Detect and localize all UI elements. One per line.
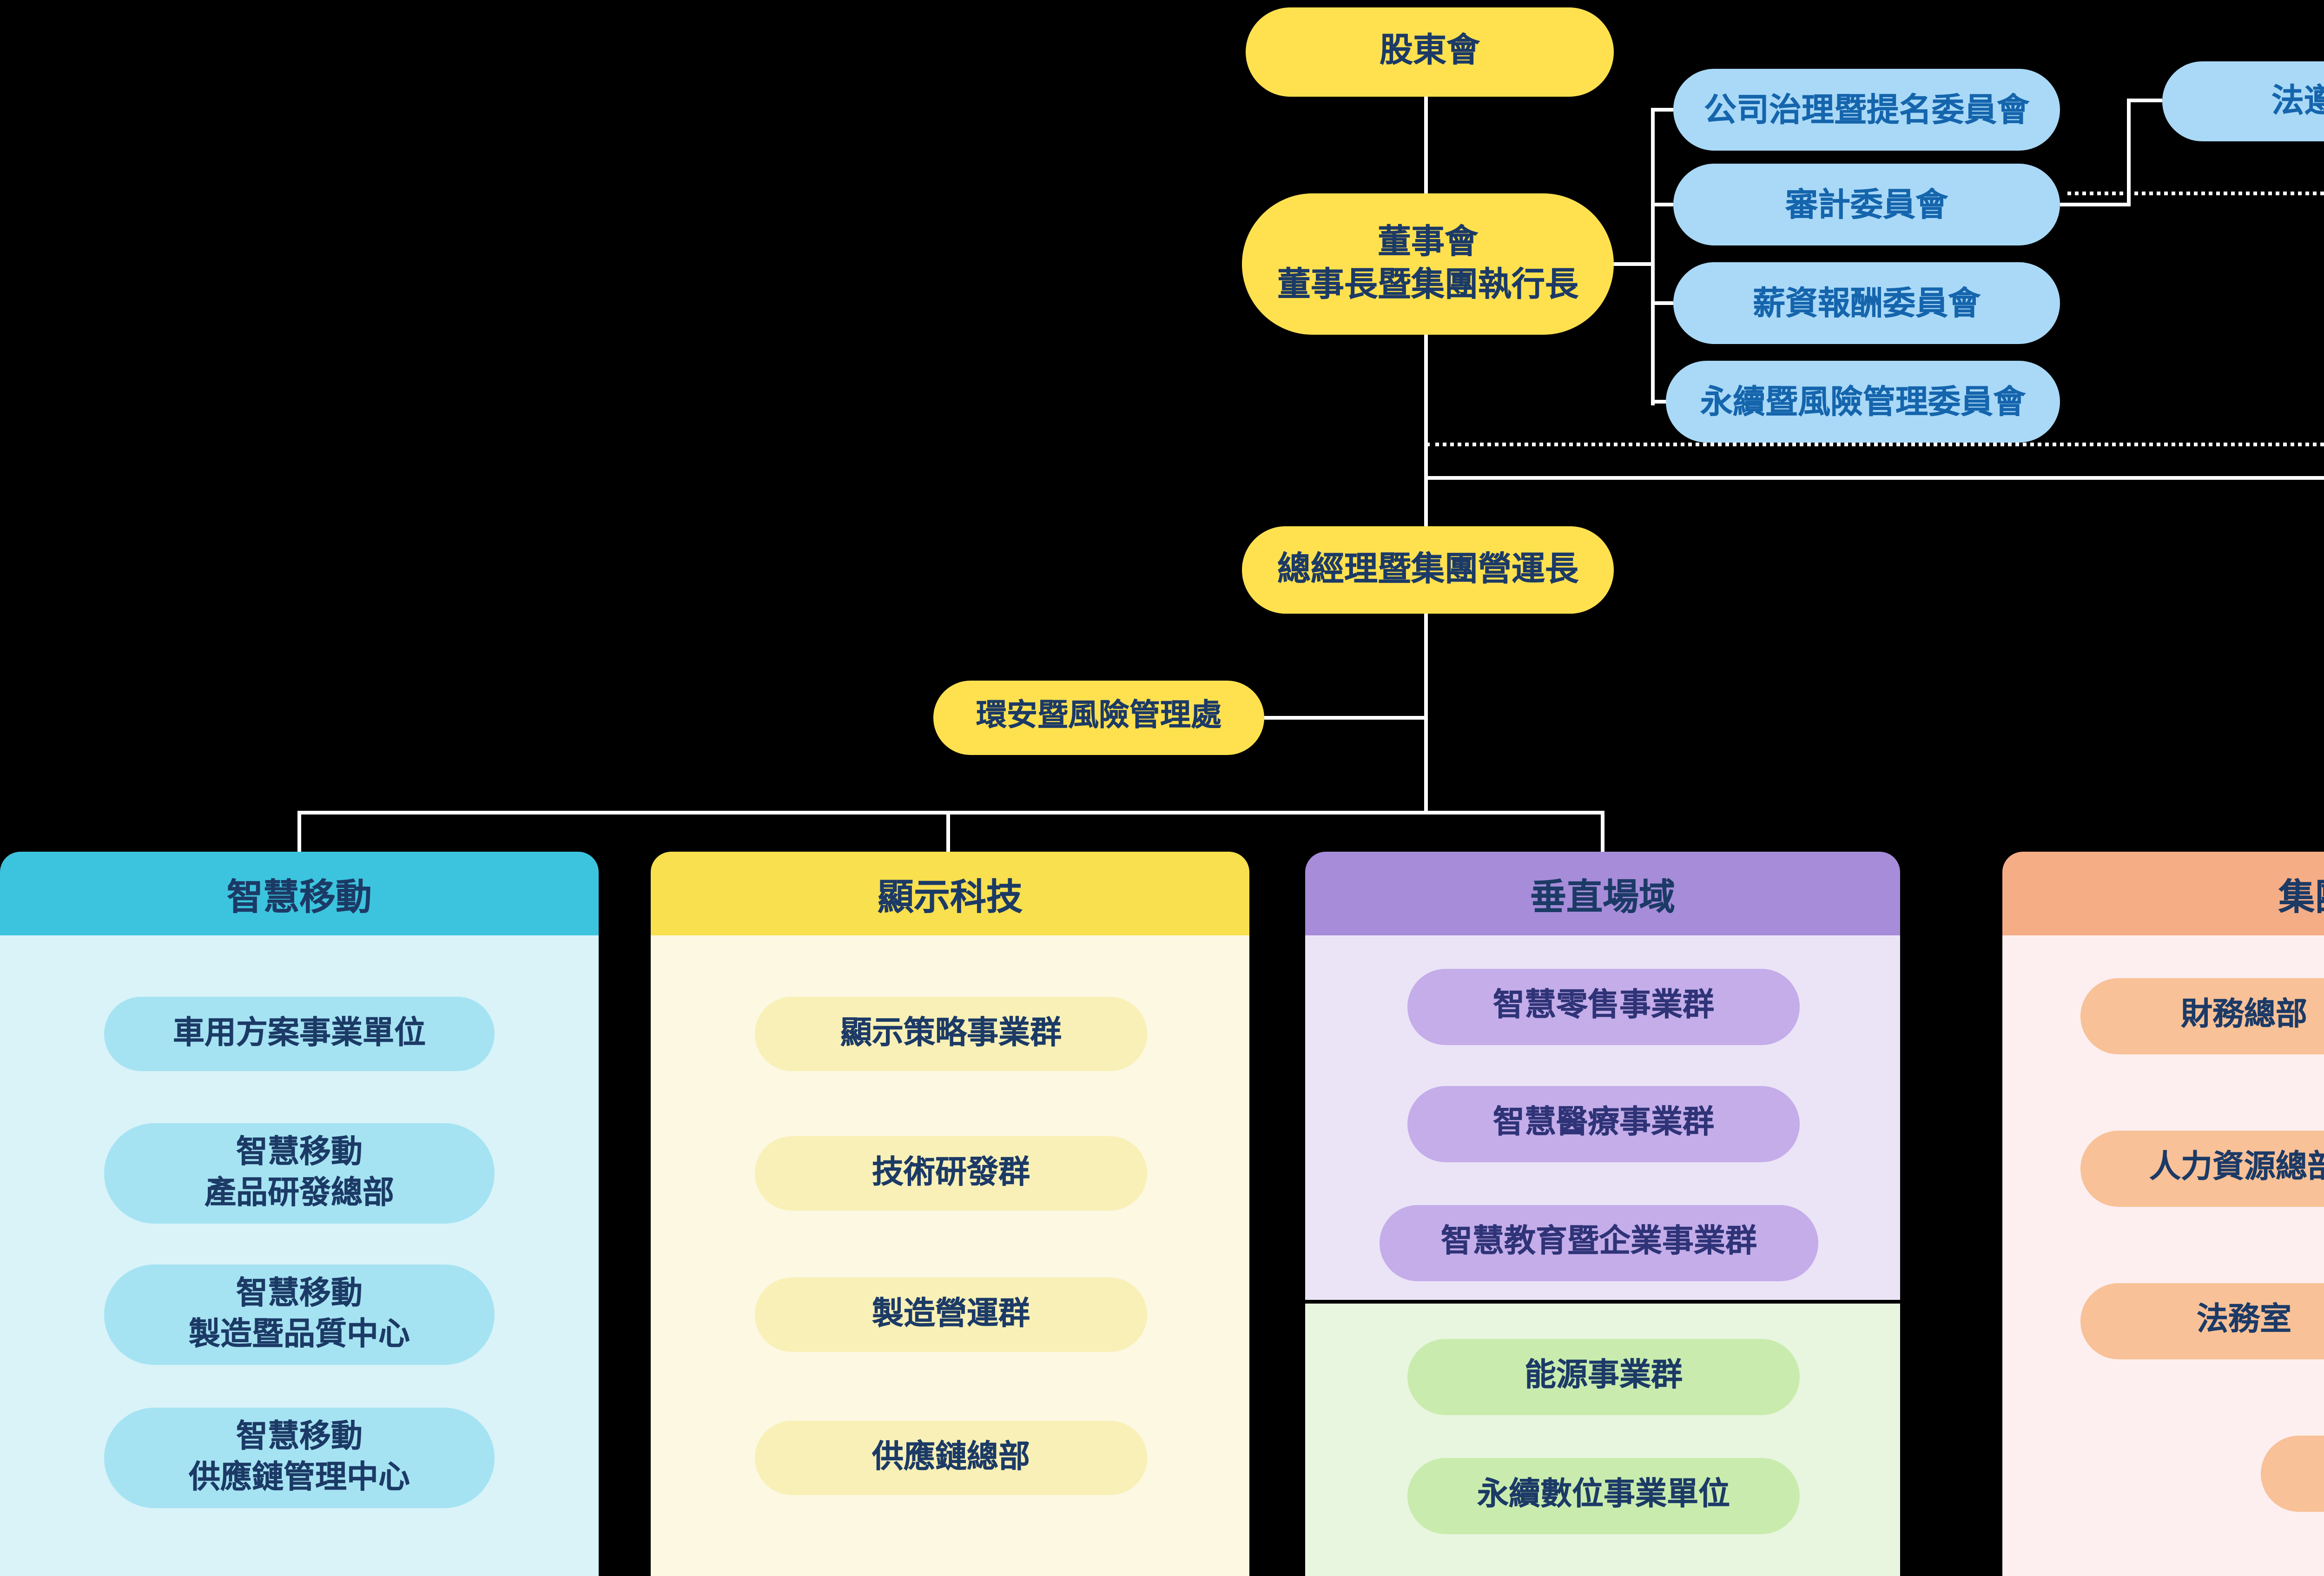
node-label: 董事長暨集團執行長 [1277, 266, 1578, 303]
dotted-connector-line [2067, 192, 2324, 195]
node-smart-education-enterprise-bg: 智慧教育暨企業事業群 [1380, 1205, 1818, 1281]
connector-line [297, 811, 1604, 814]
connector-line [1601, 811, 1604, 852]
node-label: 產品研發總部 [205, 1175, 394, 1211]
node-smart-mobility-product-rd-hq: 智慧移動 產品研發總部 [104, 1123, 495, 1224]
node-committee-audit: 審計委員會 [1673, 164, 2060, 245]
node-display-strategy-bg: 顯示策略事業群 [755, 997, 1147, 1071]
node-label: 車用方案事業單位 [173, 1015, 426, 1051]
connector-line [1424, 614, 1428, 814]
node-label: 審計委員會 [1785, 185, 1948, 223]
connector-line [1424, 97, 1428, 193]
node-label: 人力資源總部 [2149, 1150, 2324, 1185]
node-label: 智慧零售事業群 [1493, 988, 1714, 1024]
node-shareholders-meeting: 股東會 [1246, 7, 1614, 97]
connector-line [1424, 476, 2324, 480]
column-header-vertical-domains: 垂直場域 [1305, 852, 1900, 935]
node-committee-governance-nomination: 公司治理暨提名委員會 [1673, 69, 2060, 151]
node-label: 顯示策略事業群 [840, 1015, 1062, 1051]
node-label: 永續暨風險管理委員會 [1700, 382, 2026, 420]
node-label: 法遵總顧問 [2271, 82, 2324, 119]
node-label: 總經理暨集團營運長 [1277, 550, 1578, 588]
node-audit-management-office: 稽核管理處 [2261, 1436, 2324, 1512]
node-label: 董事會 [1378, 222, 1478, 260]
node-technology-rd-group: 技術研發群 [755, 1136, 1147, 1211]
connector-line [2127, 99, 2131, 206]
node-label: 供應鏈總部 [872, 1439, 1030, 1475]
node-board-of-directors: 董事會 董事長暨集團執行長 [1242, 193, 1614, 335]
connector-line [2127, 99, 2162, 102]
connector-line [2060, 203, 2131, 206]
connector-line [1651, 108, 1655, 405]
connector-line [1264, 716, 1424, 720]
node-sustainable-digital-bu: 永續數位事業單位 [1407, 1458, 1800, 1534]
node-label: 智慧教育暨企業事業群 [1441, 1224, 1757, 1260]
node-label: 薪資報酬委員會 [1753, 284, 1981, 321]
node-label: 供應鏈管理中心 [189, 1460, 410, 1495]
node-supply-chain-hq: 供應鏈總部 [755, 1421, 1147, 1495]
node-label: 永續數位事業單位 [1477, 1477, 1730, 1513]
node-smart-retail-bg: 智慧零售事業群 [1407, 969, 1800, 1045]
node-label: 製造營運群 [872, 1296, 1030, 1331]
connector-line [1655, 400, 1673, 404]
node-smart-mobility-supply-chain-center: 智慧移動 供應鏈管理中心 [104, 1408, 495, 1508]
node-finance-hq: 財務總部 [2080, 978, 2324, 1054]
column-title: 智慧移動 [226, 878, 372, 919]
node-label: 環安暨風險管理處 [976, 700, 1221, 734]
node-label: 智慧移動 [236, 1418, 363, 1454]
node-committee-sustainability-risk: 永續暨風險管理委員會 [1666, 361, 2060, 443]
column-header-group-support-units: 集團營運支援單位 [2002, 852, 2324, 935]
node-label: 法務室 [2197, 1302, 2291, 1338]
node-ehs-risk-management-office: 環安暨風險管理處 [933, 681, 1264, 755]
connector-line [1655, 301, 1673, 305]
node-smart-mobility-mfg-quality-center: 智慧移動 製造暨品質中心 [104, 1265, 495, 1365]
node-energy-bg: 能源事業群 [1407, 1339, 1800, 1415]
node-label: 財務總部 [2181, 997, 2307, 1033]
node-label: 智慧移動 [236, 1275, 363, 1311]
node-label: 智慧移動 [236, 1134, 363, 1170]
node-label: 公司治理暨提名委員會 [1704, 90, 2029, 128]
node-label: 股東會 [1380, 32, 1480, 70]
connector-line [1655, 203, 1673, 206]
node-chief-compliance-counsel: 法遵總顧問 [2162, 61, 2324, 141]
node-label: 製造暨品質中心 [189, 1317, 410, 1352]
node-automotive-solutions-bu: 車用方案事業單位 [104, 997, 495, 1071]
connector-line [1424, 335, 1428, 526]
column-title: 集團營運支援單位 [2278, 878, 2324, 919]
column-title: 顯示科技 [877, 878, 1023, 919]
node-label: 技術研發群 [872, 1154, 1030, 1190]
node-label: 能源事業群 [1525, 1358, 1683, 1394]
connector-line [1614, 262, 1655, 266]
column-header-display-technology: 顯示科技 [651, 852, 1249, 935]
connector-line [1655, 108, 1673, 112]
node-committee-compensation: 薪資報酬委員會 [1673, 262, 2060, 344]
node-manufacturing-operations-group: 製造營運群 [755, 1278, 1147, 1352]
connector-line [946, 811, 950, 852]
node-president-coo: 總經理暨集團營運長 [1242, 526, 1614, 614]
dotted-connector-line [1426, 443, 2324, 446]
node-smart-medical-bg: 智慧醫療事業群 [1407, 1086, 1800, 1162]
connector-line [297, 811, 301, 852]
node-label: 智慧醫療事業群 [1493, 1105, 1714, 1141]
column-header-smart-mobility: 智慧移動 [0, 852, 599, 935]
column-title: 垂直場域 [1530, 878, 1675, 919]
node-legal-office: 法務室 [2080, 1283, 2324, 1359]
node-human-resources-hq: 人力資源總部 [2080, 1131, 2324, 1207]
